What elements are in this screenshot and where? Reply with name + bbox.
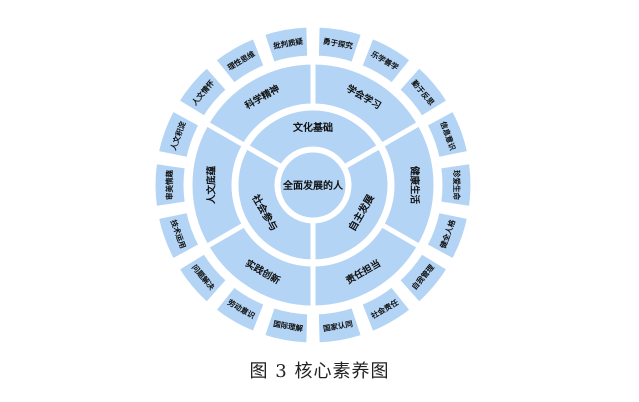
- point-14-segment: [150, 158, 191, 212]
- outer-ring: 勇于探究乐学善学勤于反思信息意识珍爱生命健全人格自我管理社会责任国家认同国际理解…: [150, 22, 476, 348]
- point-5-label: 珍爱生命: [452, 170, 462, 200]
- foundation-1-segment: [242, 105, 384, 171]
- literacy-3-label: 健康生活: [409, 166, 421, 205]
- center-label: 全面发展的人: [282, 179, 344, 192]
- point-2-segment: [356, 32, 417, 90]
- point-16-segment: [173, 61, 233, 123]
- point-18-segment: [259, 22, 313, 68]
- point-12-segment: [173, 247, 233, 309]
- point-6-segment: [421, 207, 473, 265]
- point-10-segment: [259, 302, 313, 348]
- point-14-label: 审美情趣: [164, 170, 174, 200]
- point-3-segment: [393, 61, 453, 123]
- point-9-segment: [313, 302, 367, 348]
- point-11-segment: [209, 280, 270, 338]
- point-5-segment: [435, 158, 476, 212]
- core-literacy-wheel: 勇于探究乐学善学勤于反思信息意识珍爱生命健全人格自我管理社会责任国家认同国际理解…: [150, 22, 476, 348]
- point-7-segment: [393, 247, 453, 309]
- point-1-segment: [313, 22, 367, 68]
- foundation-3-segment: [233, 143, 316, 265]
- center-circle: [277, 149, 349, 221]
- foundation-1-label: 文化基础: [293, 121, 333, 134]
- figure-caption: 图 3 核心素养图: [249, 361, 390, 382]
- point-15-segment: [153, 105, 205, 163]
- point-13-segment: [153, 207, 205, 265]
- literacy-6-label: 人文底蕴: [206, 166, 218, 205]
- point-4-segment: [421, 105, 473, 163]
- point-17-segment: [209, 32, 270, 90]
- foundation-2-segment: [310, 143, 393, 265]
- point-8-segment: [356, 280, 417, 338]
